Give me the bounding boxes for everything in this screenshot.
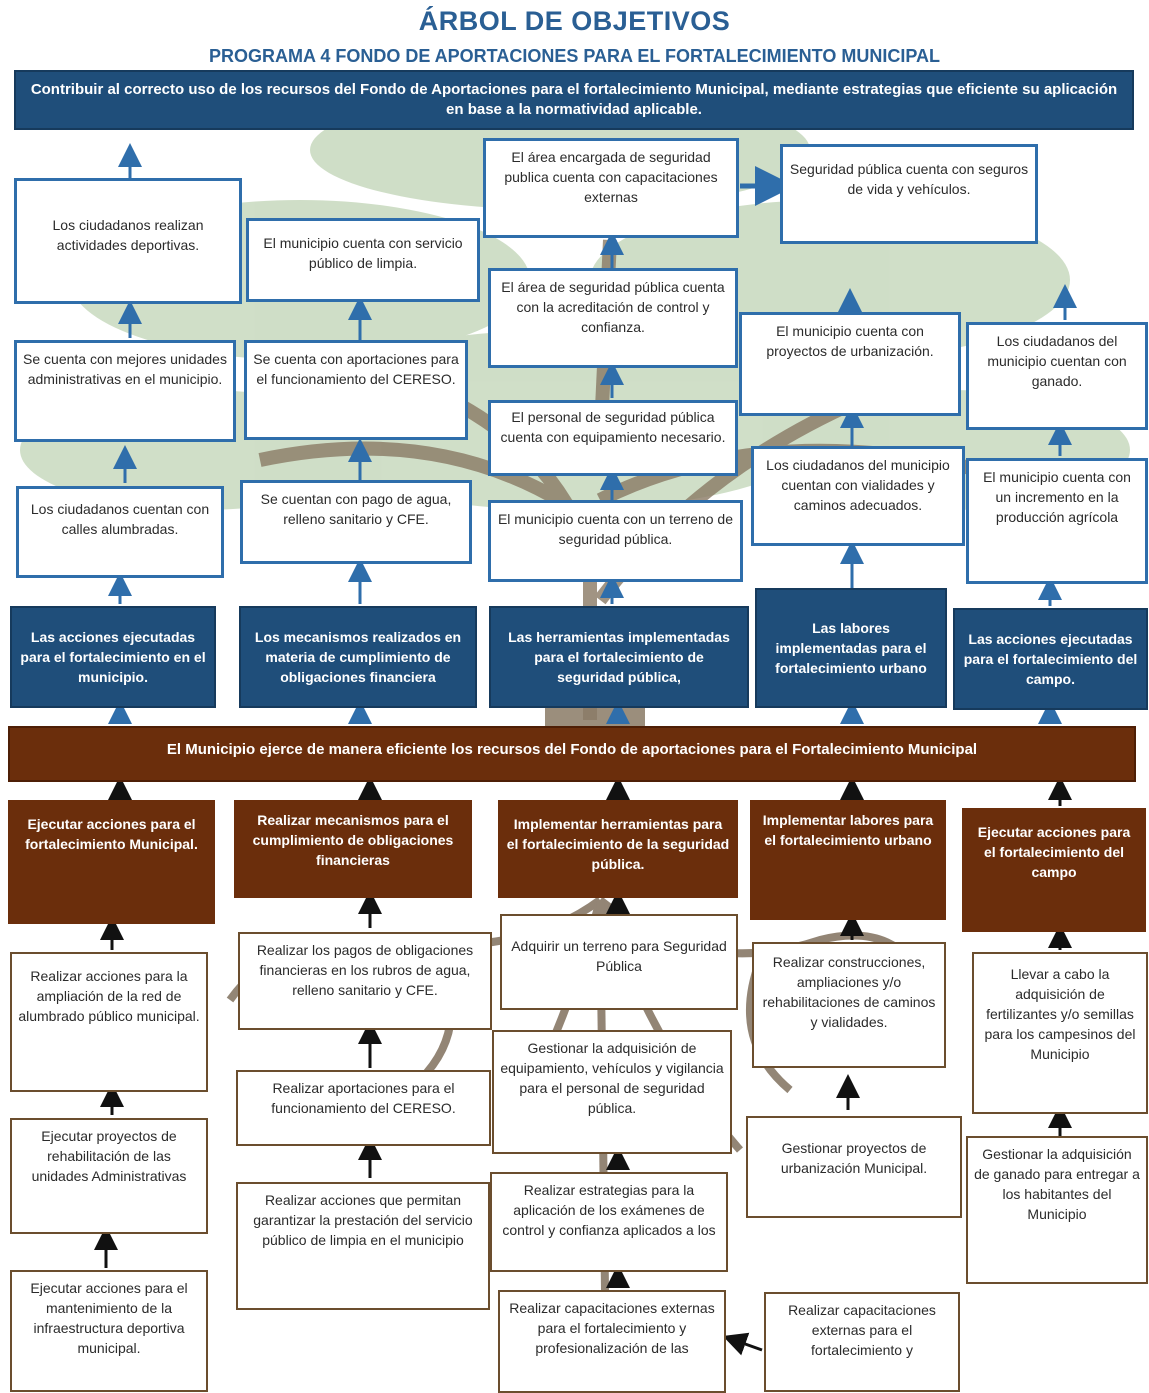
effect-text: El municipio cuenta con un terreno de se… (497, 511, 734, 547)
activity-box: Gestionar la adquisición de ganado para … (966, 1136, 1148, 1284)
component-text: Las acciones ejecutadas para el fortalec… (20, 629, 206, 685)
effect-text: Se cuenta con aportaciones para el funci… (253, 351, 459, 387)
activity-text: Realizar acciones que permitan garantiza… (253, 1192, 473, 1248)
cause-text: Implementar labores para el fortalecimie… (762, 812, 934, 848)
cause-box: Ejecutar acciones para el fortalecimient… (962, 808, 1146, 932)
effect-box: El municipio cuenta con servicio público… (246, 218, 480, 302)
activity-box: Realizar acciones para la ampliación de … (10, 952, 208, 1092)
activity-box: Realizar acciones que permitan garantiza… (236, 1182, 490, 1310)
purpose-box: El Municipio ejerce de manera eficiente … (8, 726, 1136, 782)
effect-text: Seguridad pública cuenta con seguros de … (789, 161, 1029, 197)
activity-box: Ejecutar acciones para el mantenimiento … (10, 1270, 208, 1392)
activity-box: Realizar construcciones, ampliaciones y/… (752, 942, 946, 1068)
component-text: Los mecanismos realizados en materia de … (254, 629, 462, 685)
cause-box: Ejecutar acciones para el fortalecimient… (8, 800, 215, 924)
fin-goal-text: Contribuir al correcto uso de los recurs… (30, 81, 1118, 118)
activity-text: Realizar acciones para la ampliación de … (18, 968, 200, 1024)
activity-text: Realizar construcciones, ampliaciones y/… (762, 954, 936, 1030)
activity-text: Realizar aportaciones para el funcionami… (271, 1080, 456, 1116)
effect-box: El personal de seguridad pública cuenta … (488, 400, 738, 476)
effect-box: Se cuentan con pago de agua, relleno san… (240, 480, 472, 564)
activity-text: Ejecutar proyectos de rehabilitación de … (31, 1128, 187, 1184)
activity-text: Adquirir un terreno para Seguridad Públi… (511, 938, 727, 974)
activity-text: Gestionar proyectos de urbanización Muni… (780, 1140, 928, 1176)
effect-box: Los ciudadanos del municipio cuentan con… (751, 446, 965, 546)
effect-box: El municipio cuenta con un terreno de se… (488, 500, 743, 582)
effect-text: El municipio cuenta con un incremento en… (983, 469, 1131, 525)
cause-text: Realizar mecanismos para el cumplimiento… (252, 812, 454, 868)
effect-box: El área de seguridad pública cuenta con … (488, 268, 738, 368)
effect-box: Los ciudadanos realizan actividades depo… (14, 178, 242, 304)
effect-text: El área encargada de seguridad publica c… (504, 149, 718, 205)
cause-box: Implementar labores para el fortalecimie… (750, 800, 946, 920)
activity-box: Realizar los pagos de obligaciones finan… (238, 932, 492, 1030)
effect-text: Los ciudadanos realizan actividades depo… (52, 217, 204, 253)
activity-box: Realizar estrategias para la aplicación … (490, 1172, 728, 1272)
component-text: Las labores implementadas para el fortal… (775, 620, 927, 676)
activity-text: Realizar capacitaciones externas para el… (788, 1302, 936, 1358)
cause-box: Realizar mecanismos para el cumplimiento… (234, 800, 472, 898)
effect-text: Los ciudadanos cuentan con calles alumbr… (30, 501, 210, 537)
activity-text: Llevar a cabo la adquisición de fertiliz… (984, 966, 1136, 1062)
effect-box: El municipio cuenta con un incremento en… (966, 458, 1148, 584)
effect-text: El municipio cuenta con servicio público… (263, 235, 463, 271)
side-arrow-activities (722, 1332, 763, 1356)
activity-text: Ejecutar acciones para el mantenimiento … (30, 1280, 188, 1356)
cause-text: Ejecutar acciones para el fortalecimient… (977, 824, 1131, 880)
effect-text: Los ciudadanos del municipio cuentan con… (987, 333, 1127, 389)
effect-box: El municipio cuenta con proyectos de urb… (739, 312, 961, 416)
component-box: Las acciones ejecutadas para el fortalec… (953, 608, 1148, 710)
effect-text: Se cuentan con pago de agua, relleno san… (260, 491, 452, 527)
cause-text: Ejecutar acciones para el fortalecimient… (25, 816, 198, 852)
effect-text: El personal de seguridad pública cuenta … (500, 409, 726, 445)
activity-box: Gestionar proyectos de urbanización Muni… (746, 1116, 962, 1218)
activity-text: Gestionar la adquisición de ganado para … (974, 1146, 1140, 1222)
activity-text: Realizar estrategias para la aplicación … (502, 1182, 716, 1238)
connector-arrows-up (108, 143, 1077, 724)
component-text: Las acciones ejecutadas para el fortalec… (963, 631, 1138, 687)
activity-box: Gestionar la adquisición de equipamiento… (492, 1030, 732, 1154)
cause-text: Implementar herramientas para el fortale… (506, 816, 730, 872)
component-box: Las acciones ejecutadas para el fortalec… (10, 606, 216, 708)
effect-box: Los ciudadanos cuentan con calles alumbr… (16, 486, 224, 578)
component-text: Las herramientas implementadas para el f… (508, 629, 730, 685)
activity-box: Ejecutar proyectos de rehabilitación de … (10, 1118, 208, 1234)
activity-box: Adquirir un terreno para Seguridad Públi… (500, 914, 738, 1010)
effect-text: El área de seguridad pública cuenta con … (501, 279, 725, 335)
activity-text: Realizar capacitaciones externas para el… (509, 1300, 715, 1356)
component-box: Los mecanismos realizados en materia de … (239, 606, 477, 708)
effect-box: Los ciudadanos del municipio cuentan con… (966, 322, 1148, 430)
purpose-text: El Municipio ejerce de manera eficiente … (166, 741, 978, 758)
cause-box: Implementar herramientas para el fortale… (498, 800, 738, 898)
activity-side-box: Realizar capacitaciones externas para el… (764, 1292, 960, 1392)
fin-goal-box: Contribuir al correcto uso de los recurs… (14, 70, 1134, 130)
activity-box: Llevar a cabo la adquisición de fertiliz… (972, 952, 1148, 1114)
effect-text: El municipio cuenta con proyectos de urb… (766, 323, 934, 359)
component-box: Las herramientas implementadas para el f… (489, 606, 749, 708)
effect-text: Se cuenta con mejores unidades administr… (23, 351, 227, 387)
effect-side-box: Seguridad pública cuenta con seguros de … (780, 144, 1038, 244)
effect-text: Los ciudadanos del municipio cuentan con… (766, 457, 950, 513)
page-subtitle: PROGRAMA 4 FONDO DE APORTACIONES PARA EL… (208, 46, 940, 66)
component-box: Las labores implementadas para el fortal… (755, 588, 947, 708)
effect-box: Se cuenta con aportaciones para el funci… (244, 340, 468, 440)
activity-box: Realizar aportaciones para el funcionami… (236, 1070, 491, 1146)
effect-box: El área encargada de seguridad publica c… (483, 138, 739, 238)
connector-arrows-roots (94, 776, 1072, 1288)
page-title: ÁRBOL DE OBJETIVOS (418, 6, 731, 36)
activity-text: Realizar los pagos de obligaciones finan… (256, 942, 474, 998)
effect-box: Se cuenta con mejores unidades administr… (14, 340, 236, 442)
activity-text: Gestionar la adquisición de equipamiento… (500, 1040, 724, 1116)
activity-box: Realizar capacitaciones externas para el… (498, 1290, 726, 1393)
